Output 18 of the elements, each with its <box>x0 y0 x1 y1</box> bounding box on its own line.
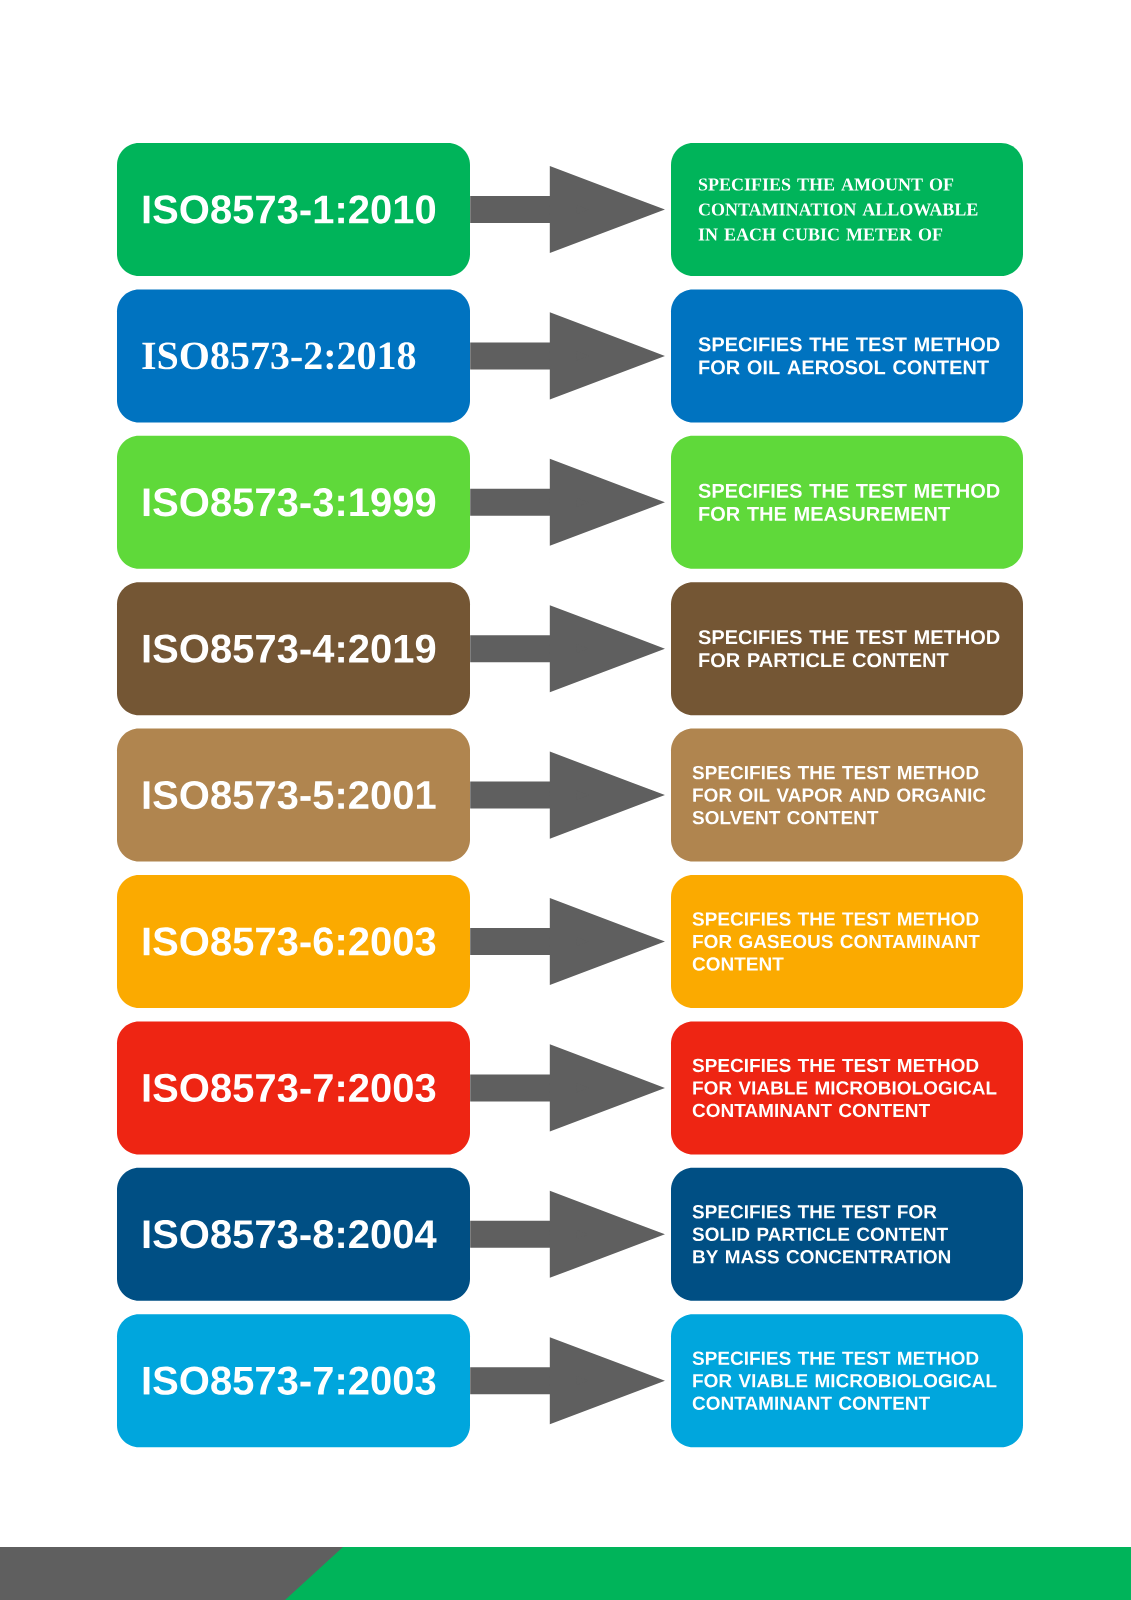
description-box: SPECIFIES THE TEST METHOD FOR PARTICLE CONTENT <box>671 582 1023 716</box>
standard-box: ISO8573-3:1999 <box>117 435 470 569</box>
description-box: SPECIFIES THE TEST METHOD FOR OIL AEROSOL CONTENT <box>671 289 1023 423</box>
description-box: SPECIFIES THE TEST METHOD FOR VIABLE MICROBIOLOGICAL CONTAMINANT CONTENT <box>671 1021 1023 1155</box>
description-box: SPECIFIES THE TEST METHOD FOR VIABLE MICROBIOLOGICAL CONTAMINANT CONTENT <box>671 1314 1023 1448</box>
standard-box: ISO8573-7:2003 <box>117 1021 470 1155</box>
description-box: SPECIFIES THE TEST METHOD FOR THE MEASUREMENT <box>671 435 1023 569</box>
standard-box: ISO8573-1:2010 <box>117 143 470 276</box>
standard-box: ISO8573-8:2004 <box>117 1167 470 1301</box>
description-box: SPECIFIES THE TEST METHOD FOR GASEOUS CONTAMINANT CONTENT <box>671 875 1023 1008</box>
description-box: SPECIFIES THE AMOUNT OF CONTAMINATION ALLOWABLE IN EACH CUBIC METER OF <box>671 143 1023 276</box>
standard-box: ISO8573-2:2018 <box>117 289 470 423</box>
standard-box: ISO8573-4:2019 <box>117 582 470 716</box>
standard-box: ISO8573-6:2003 <box>117 875 470 1008</box>
description-box: SPECIFIES THE TEST FOR SOLID PARTICLE CONTENT BY MASS CONCENTRATION <box>671 1167 1023 1301</box>
standard-box: ISO8573-7:2003 <box>117 1314 470 1448</box>
standard-box: ISO8573-5:2001 <box>117 728 470 862</box>
description-box: SPECIFIES THE TEST METHOD FOR OIL VAPOR AND ORGANIC SOLVENT CONTENT <box>671 728 1023 862</box>
